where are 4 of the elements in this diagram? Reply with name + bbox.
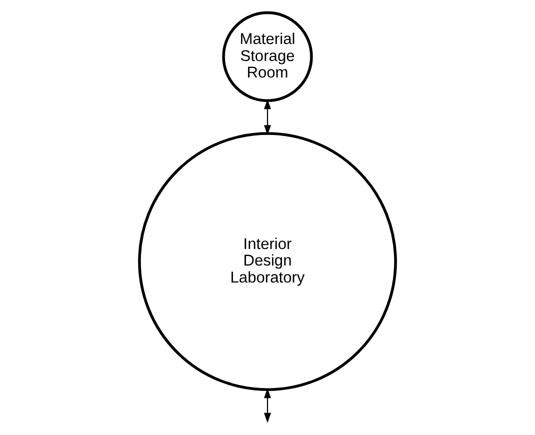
arrow [264,99,272,136]
node-circle: Interior Design Laboratory [138,132,397,391]
arrow [264,388,272,423]
node-circle: Material Storage Room [222,11,313,102]
